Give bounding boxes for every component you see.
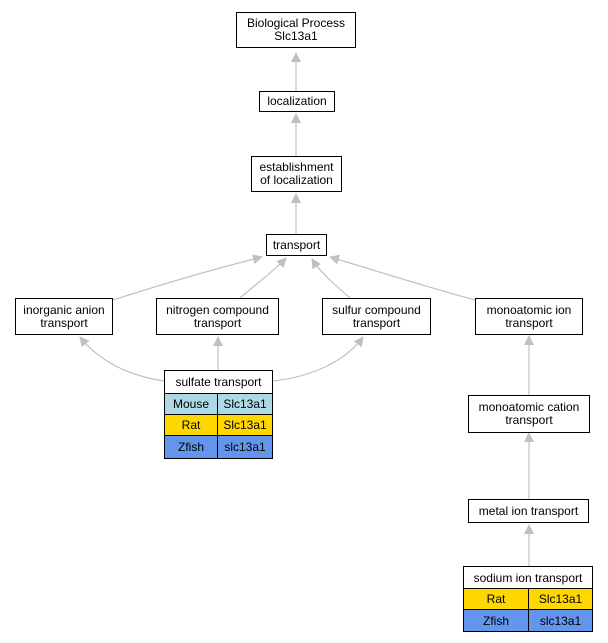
node-biological-process-line2: Slc13a1 bbox=[274, 29, 318, 43]
node-nitrogen-compound-transport[interactable]: nitrogen compound transport bbox=[156, 298, 279, 335]
node-biological-process[interactable]: Biological Process Slc13a1 bbox=[236, 12, 356, 48]
node-inorganic-anion-line1: inorganic anion bbox=[23, 302, 105, 317]
gene-cell-zfish: slc13a1 bbox=[218, 436, 272, 458]
edge-monoatomic-to-transport bbox=[329, 254, 476, 301]
edge-sulfate-to-sulfur bbox=[272, 336, 364, 382]
node-monoatomic-ion-line2: transport bbox=[505, 315, 553, 330]
node-transport-label: transport bbox=[272, 237, 321, 252]
node-localization[interactable]: localization bbox=[259, 91, 335, 112]
node-monoatomic-ion-line1: monoatomic ion bbox=[486, 302, 572, 317]
node-sulfur-compound-line2: transport bbox=[352, 315, 401, 330]
node-establishment-of-localization[interactable]: establishment of localization bbox=[251, 156, 342, 192]
ortholog-table-sulfate-transport[interactable]: sulfate transport Mouse Slc13a1 Rat Slc1… bbox=[164, 370, 273, 459]
gene-cell-rat-sodium: Slc13a1 bbox=[529, 589, 592, 610]
node-nitrogen-compound-line2: transport bbox=[193, 315, 242, 330]
sodium-ion-transport-title: sodium ion transport bbox=[464, 567, 592, 589]
node-inorganic-anion-transport[interactable]: inorganic anion transport bbox=[15, 298, 113, 335]
node-inorganic-anion-line2: transport bbox=[40, 315, 88, 330]
gene-cell-zfish-sodium: slc13a1 bbox=[529, 610, 592, 631]
node-nitrogen-compound-line1: nitrogen compound bbox=[166, 302, 269, 317]
node-sulfur-compound-line1: sulfur compound bbox=[332, 302, 421, 317]
species-cell-rat-sodium: Rat bbox=[464, 589, 529, 610]
species-cell-mouse: Mouse bbox=[165, 394, 218, 415]
node-monoatomic-cation-line1: monoatomic cation bbox=[478, 400, 580, 414]
species-cell-zfish-sodium: Zfish bbox=[464, 610, 529, 631]
node-monoatomic-cation-line2: transport bbox=[505, 413, 553, 427]
edge-sulfur-to-transport bbox=[311, 258, 351, 299]
ortholog-table-sodium-ion-transport[interactable]: sodium ion transport Rat Slc13a1 Zfish s… bbox=[463, 566, 593, 632]
node-metal-ion-transport[interactable]: metal ion transport bbox=[468, 499, 589, 523]
edge-nitrogen-to-transport bbox=[239, 257, 287, 299]
species-cell-zfish: Zfish bbox=[165, 436, 218, 458]
node-establishment-line2: of localization bbox=[260, 173, 333, 187]
node-localization-label: localization bbox=[267, 94, 327, 108]
node-monoatomic-ion-transport[interactable]: monoatomic ion transport bbox=[475, 298, 583, 335]
edge-inorganic-to-transport bbox=[112, 254, 263, 301]
species-cell-rat: Rat bbox=[165, 415, 218, 436]
gene-cell-mouse: Slc13a1 bbox=[218, 394, 272, 415]
node-monoatomic-cation-transport[interactable]: monoatomic cation transport bbox=[468, 395, 590, 433]
node-establishment-line1: establishment bbox=[259, 160, 334, 174]
gene-cell-rat: Slc13a1 bbox=[218, 415, 272, 436]
edge-sulfate-to-inorganic bbox=[79, 336, 165, 382]
node-sulfur-compound-transport[interactable]: sulfur compound transport bbox=[322, 298, 431, 335]
node-biological-process-line1: Biological Process bbox=[246, 16, 346, 30]
node-metal-ion-label: metal ion transport bbox=[478, 503, 579, 518]
node-transport[interactable]: transport bbox=[266, 234, 327, 256]
sulfate-transport-title: sulfate transport bbox=[165, 371, 272, 394]
